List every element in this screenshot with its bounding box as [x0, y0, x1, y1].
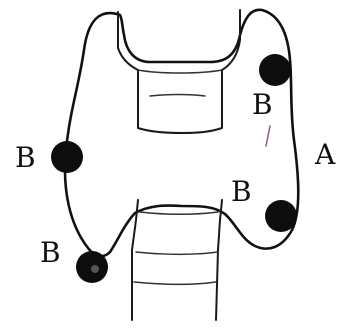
larynx-inner-line — [150, 95, 205, 97]
label-b-left-bottom: B — [40, 236, 61, 269]
parathyroid-right-lower — [265, 200, 297, 232]
larynx-top-rim — [138, 70, 222, 73]
trachea-ring-2 — [136, 252, 218, 254]
parathyroid-right-upper — [259, 54, 291, 86]
trachea-lower — [132, 200, 222, 320]
label-b-right-top: B — [252, 88, 273, 121]
label-a-right: A — [314, 138, 336, 171]
parathyroid-left-lower-highlight — [91, 265, 99, 273]
annotation-mark — [266, 126, 270, 146]
trachea-ring-3 — [134, 282, 216, 284]
larynx-upper-block — [118, 10, 240, 133]
label-b-left-middle: B — [15, 141, 36, 174]
parathyroid-left-middle — [51, 141, 83, 173]
label-b-right-bottom: B — [231, 175, 252, 208]
trachea-ring-1 — [140, 212, 218, 214]
